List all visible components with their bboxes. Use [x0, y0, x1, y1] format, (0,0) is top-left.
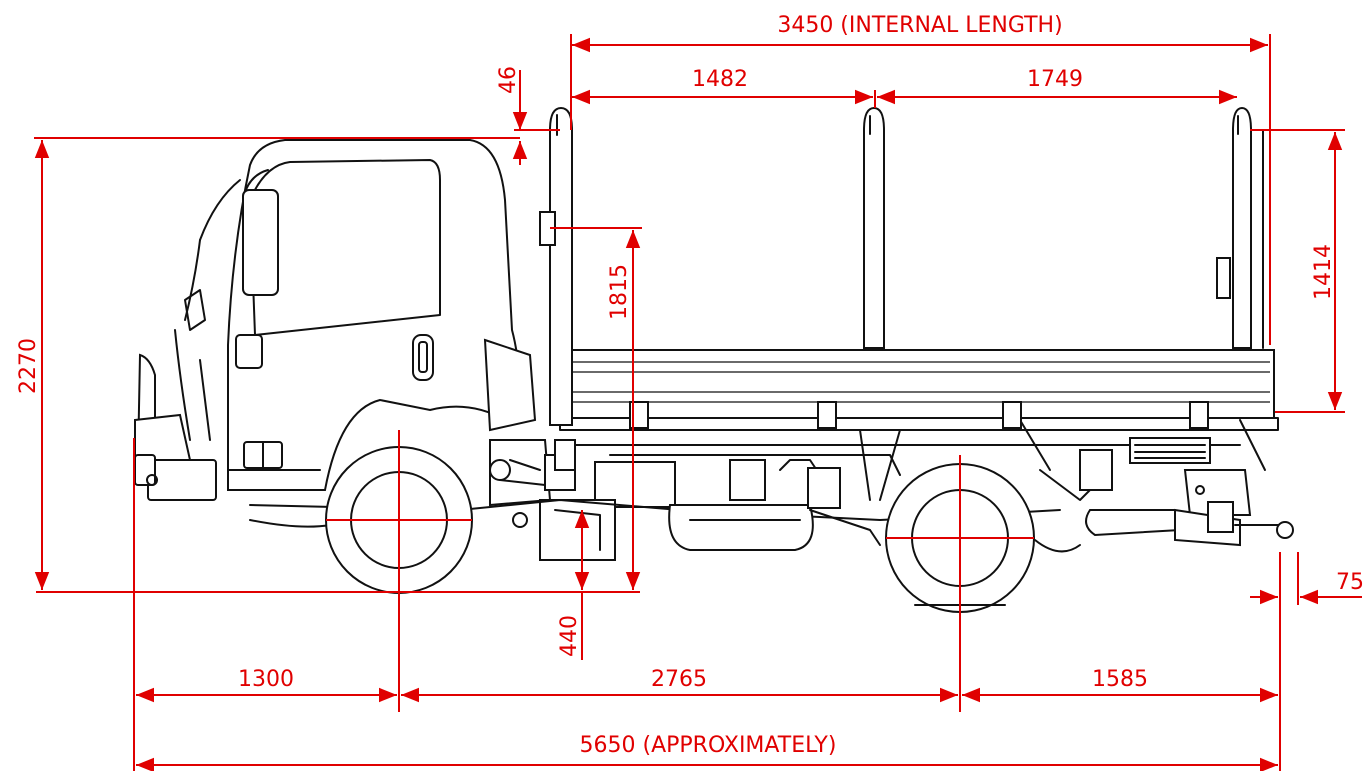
label-rear-overhang: 1585 — [1092, 667, 1148, 692]
truck-illustration — [134, 106, 1294, 613]
label-rail-height: 1414 — [1311, 244, 1336, 300]
label-ground-clearance: 440 — [557, 615, 582, 657]
label-rail-rise: 46 — [496, 66, 521, 94]
label-overall-height: 2270 — [16, 338, 41, 394]
label-front-bay: 1482 — [692, 67, 748, 92]
label-rear-bay: 1749 — [1027, 67, 1083, 92]
cab — [134, 139, 522, 501]
load-body — [554, 349, 1279, 471]
label-front-overhang: 1300 — [238, 667, 294, 692]
label-wheelbase: 2765 — [651, 667, 707, 692]
rails — [539, 106, 1264, 426]
engine-bay — [483, 338, 676, 561]
label-internal-length: 3450 (INTERNAL LENGTH) — [777, 13, 1062, 38]
label-rear-overhang-step: 75 — [1336, 570, 1364, 595]
dimension-overlay: 3450 (INTERNAL LENGTH) 1482 1749 46 2270… — [16, 13, 1364, 771]
label-overall-length: 5650 (APPROXIMATELY) — [580, 733, 837, 758]
label-headboard-height: 1815 — [607, 264, 632, 320]
